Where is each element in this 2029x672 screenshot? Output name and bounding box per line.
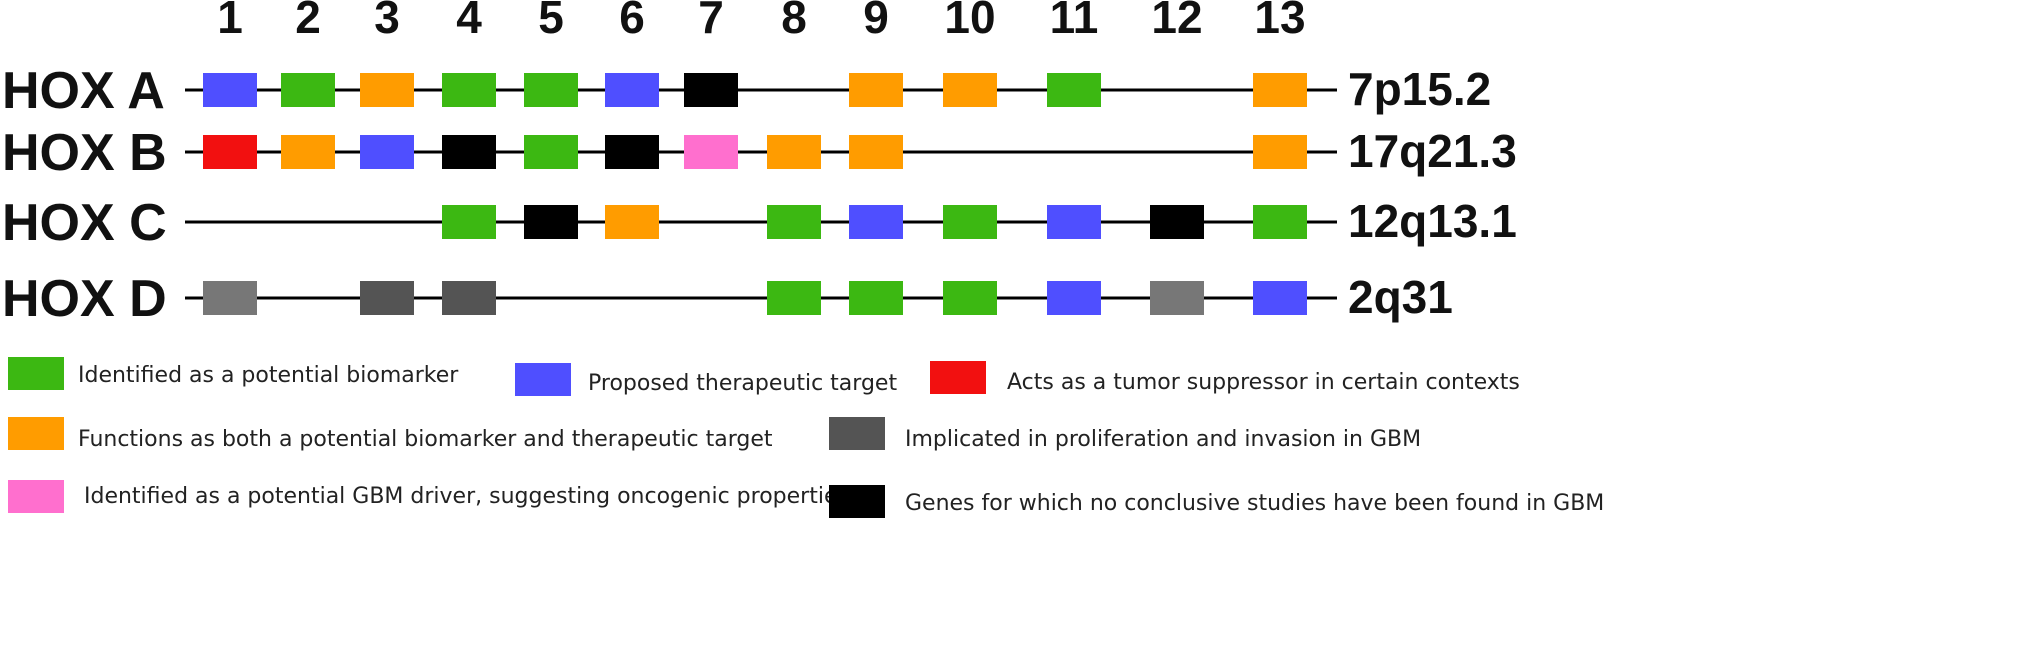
- gene-hox-b1: [203, 135, 257, 169]
- gene-hox-a11: [1047, 73, 1101, 107]
- column-number-6: 6: [619, 0, 645, 43]
- legend-swatch: [8, 417, 64, 450]
- gene-hox-c12: [1150, 205, 1204, 239]
- gene-hox-b4: [442, 135, 496, 169]
- legend-item-both: Functions as both a potential biomarker …: [8, 417, 773, 452]
- cluster-hox-d: HOX D 2q31: [2, 270, 1453, 328]
- gene-hox-d12: [1150, 281, 1204, 315]
- gene-hox-a7: [684, 73, 738, 107]
- column-number-5: 5: [538, 0, 564, 43]
- cluster-hox-c: HOX C 12q13.1: [2, 194, 1517, 252]
- gene-hox-d9: [849, 281, 903, 315]
- column-number-7: 7: [698, 0, 724, 43]
- gene-hox-c10: [943, 205, 997, 239]
- column-number-10: 10: [944, 0, 995, 43]
- column-number-4: 4: [456, 0, 482, 43]
- gene-hox-b7: [684, 135, 738, 169]
- legend-label: Proposed therapeutic target: [588, 371, 897, 396]
- gene-hox-a6: [605, 73, 659, 107]
- legend-label: Functions as both a potential biomarker …: [78, 427, 773, 452]
- gene-hox-c5: [524, 205, 578, 239]
- column-number-13: 13: [1254, 0, 1305, 43]
- gene-hox-b6: [605, 135, 659, 169]
- gene-hox-c9: [849, 205, 903, 239]
- gene-hox-a4: [442, 73, 496, 107]
- column-number-1: 1: [217, 0, 243, 43]
- legend: Identified as a potential biomarker Propo…: [8, 357, 1604, 518]
- gene-hox-b3: [360, 135, 414, 169]
- gene-hox-c8: [767, 205, 821, 239]
- column-number-11: 11: [1050, 0, 1099, 43]
- locus-label: 17q21.3: [1348, 125, 1517, 177]
- gene-hox-b8: [767, 135, 821, 169]
- gene-hox-b2: [281, 135, 335, 169]
- gene-hox-b9: [849, 135, 903, 169]
- gene-hox-d1: [203, 281, 257, 315]
- legend-item-proliferation: Implicated in proliferation and invasion…: [829, 417, 1421, 452]
- locus-label: 2q31: [1348, 271, 1453, 323]
- gene-hox-d3: [360, 281, 414, 315]
- gene-hox-a2: [281, 73, 335, 107]
- cluster-name: HOX A: [2, 62, 165, 120]
- gene-hox-c4: [442, 205, 496, 239]
- column-number-12: 12: [1151, 0, 1202, 43]
- locus-label: 12q13.1: [1348, 195, 1517, 247]
- gene-hox-d11: [1047, 281, 1101, 315]
- gene-hox-a3: [360, 73, 414, 107]
- gene-hox-b5: [524, 135, 578, 169]
- gene-hox-c11: [1047, 205, 1101, 239]
- cluster-hox-b: HOX B 17q21.3: [2, 124, 1517, 182]
- legend-label: Acts as a tumor suppressor in certain co…: [1007, 370, 1520, 395]
- legend-item-therapeutic: Proposed therapeutic target: [515, 363, 897, 396]
- gene-hox-d8: [767, 281, 821, 315]
- legend-swatch: [8, 480, 64, 513]
- legend-item-driver: Identified as a potential GBM driver, su…: [8, 480, 856, 513]
- column-number-8: 8: [781, 0, 807, 43]
- legend-label: Genes for which no conclusive studies ha…: [905, 491, 1604, 516]
- gene-hox-d10: [943, 281, 997, 315]
- gene-hox-c13: [1253, 205, 1307, 239]
- column-number-3: 3: [374, 0, 400, 43]
- gene-hox-a5: [524, 73, 578, 107]
- legend-swatch: [8, 357, 64, 390]
- gene-hox-d13: [1253, 281, 1307, 315]
- legend-swatch: [930, 361, 986, 394]
- legend-item-inconclusive: Genes for which no conclusive studies ha…: [829, 485, 1604, 518]
- gene-hox-b13: [1253, 135, 1307, 169]
- cluster-name: HOX C: [2, 194, 167, 252]
- legend-item-suppressor: Acts as a tumor suppressor in certain co…: [930, 361, 1520, 395]
- gene-hox-a1: [203, 73, 257, 107]
- legend-label: Identified as a potential GBM driver, su…: [84, 484, 856, 509]
- gene-hox-d4: [442, 281, 496, 315]
- legend-swatch: [829, 485, 885, 518]
- cluster-hox-a: HOX A 7p15.2: [2, 62, 1491, 120]
- legend-item-biomarker: Identified as a potential biomarker: [8, 357, 459, 390]
- column-number-9: 9: [863, 0, 889, 43]
- cluster-name: HOX D: [2, 270, 167, 328]
- locus-label: 7p15.2: [1348, 63, 1491, 115]
- column-number-2: 2: [295, 0, 321, 43]
- gene-hox-a13: [1253, 73, 1307, 107]
- cluster-name: HOX B: [2, 124, 167, 182]
- gene-hox-a9: [849, 73, 903, 107]
- legend-label: Implicated in proliferation and invasion…: [905, 427, 1421, 452]
- legend-label: Identified as a potential biomarker: [78, 363, 459, 388]
- legend-swatch: [829, 417, 885, 450]
- gene-hox-c6: [605, 205, 659, 239]
- legend-swatch: [515, 363, 571, 396]
- gene-hox-a10: [943, 73, 997, 107]
